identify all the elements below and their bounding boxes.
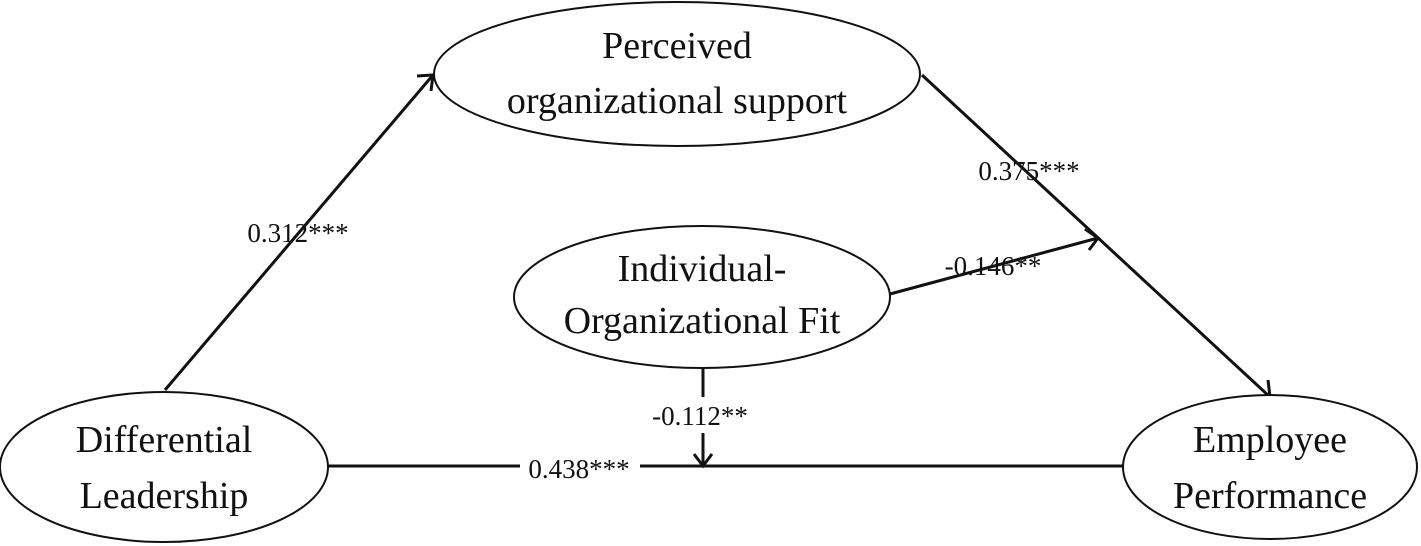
- arrowhead-fit-moderates-pos-ep: [1084, 227, 1101, 251]
- pos-label-line1: Perceived: [602, 25, 752, 67]
- arrowhead-dl-to-pos: [416, 73, 435, 92]
- dl-label-line2: Leadership: [80, 475, 249, 517]
- fit-label-line1: Individual-: [618, 248, 787, 290]
- ep-label-line1: Employee: [1193, 419, 1347, 461]
- dl-ellipse: [0, 391, 329, 543]
- label-fit-moderates-dl-ep: -0.112**: [652, 401, 748, 431]
- label-dl-to-ep: 0.438***: [528, 454, 629, 484]
- node-employee-performance: Employee Performance: [1122, 394, 1418, 540]
- fit-label-line2: Organizational Fit: [564, 300, 841, 342]
- label-dl-to-pos: 0.312***: [247, 218, 348, 248]
- node-perceived-organizational-support: Perceived organizational support: [433, 1, 921, 147]
- fit-ellipse: [513, 225, 891, 369]
- label-fit-moderates-pos-ep: -0.146**: [945, 251, 1042, 281]
- ep-label-line2: Performance: [1173, 475, 1367, 517]
- node-differential-leadership: Differential Leadership: [0, 391, 329, 543]
- edge-dl-to-pos: [163, 74, 435, 391]
- pos-ellipse: [433, 1, 921, 147]
- edge-fit-moderates-pos-ep: [889, 236, 1099, 296]
- ep-ellipse: [1122, 394, 1418, 540]
- pos-label-line2: organizational support: [507, 80, 848, 122]
- label-pos-to-ep: 0.375***: [978, 156, 1079, 186]
- node-individual-organizational-fit: Individual- Organizational Fit: [513, 225, 891, 369]
- dl-label-line1: Differential: [76, 419, 253, 461]
